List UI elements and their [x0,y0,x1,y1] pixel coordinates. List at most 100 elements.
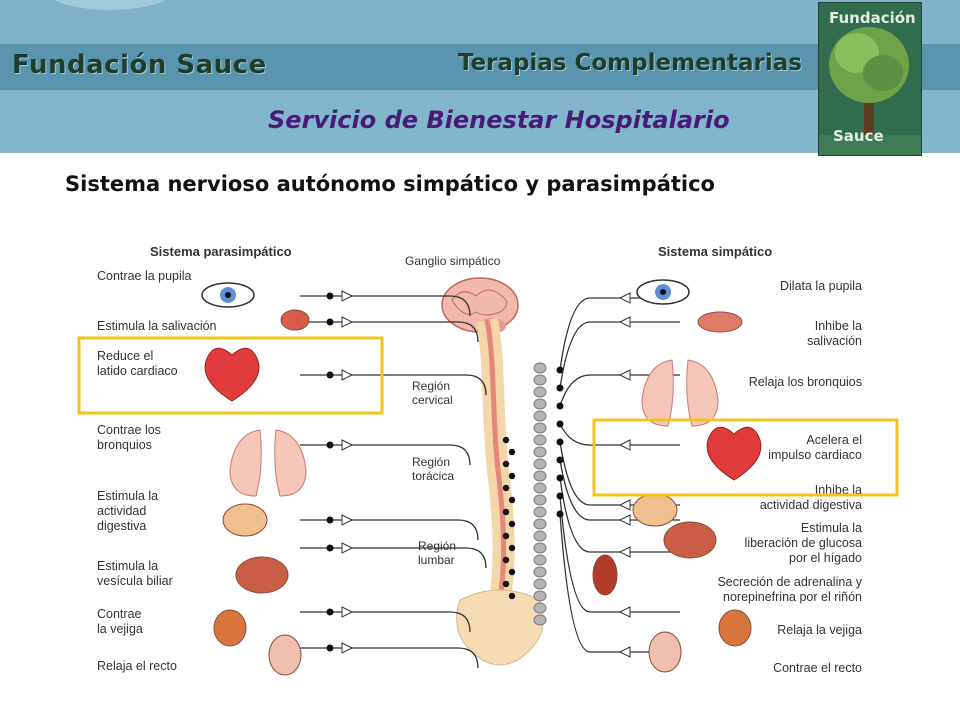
right-label: Contrae el recto [773,661,862,675]
ganglion [533,482,547,494]
region-lumbar-1: Región [418,539,456,553]
nerve-line [300,295,471,317]
spinal-dot [508,592,516,600]
lung-icon [641,359,674,427]
ganglion [533,578,547,590]
synapse-dot [556,384,564,392]
right-label: Estimula la [801,521,862,535]
left-label: bronquios [97,438,152,452]
right-label: salivación [807,334,862,348]
right-label: impulso cardiaco [768,448,862,462]
highlight-box-heart-right [592,418,899,497]
spinal-dot [502,556,510,564]
synapse-dot [326,608,334,616]
logo-text-bottom: Sauce [833,127,884,145]
nerve-line [300,374,487,396]
spinal-dot [508,544,516,552]
header-band [0,44,960,90]
header-decoration [40,0,180,10]
nerve-line [300,611,471,633]
spinal-dot [502,580,510,588]
ganglion [533,470,547,482]
arrow-marker [618,369,631,381]
arrow-marker [341,542,354,554]
spinal-dot [502,460,510,468]
arrow-marker [618,292,631,304]
synapse-dot [326,371,334,379]
service-title: Servicio de Bienestar Hospitalario [268,106,730,134]
ganglion [533,518,547,530]
ganglion [533,614,547,626]
left-label: Estimula la [97,489,158,503]
arrow-marker [341,316,354,328]
rectum-icon [268,634,302,676]
heart-icon [706,426,762,481]
arrow-marker [341,369,354,381]
right-label: Dilata la pupila [780,279,862,293]
ganglion [533,542,547,554]
arrow-marker [618,646,631,658]
highlight-box-heart-left [77,336,384,415]
right-label: Secreción de adrenalina y [717,575,862,589]
synapse-dot [556,420,564,428]
ganglion [533,554,547,566]
synapse-dot [556,510,564,518]
organs [201,279,762,676]
nerve-line [300,321,479,343]
nerve-line [559,459,680,521]
spinal-dot [502,508,510,516]
synapse-dot [326,292,334,300]
ganglion [533,386,547,398]
spinal-dot [502,484,510,492]
left-label: digestiva [97,519,146,533]
right-heading: Sistema simpático [658,244,772,259]
nerve-line [559,513,680,653]
spinal-dot [508,520,516,528]
nerve-line [300,647,479,669]
ganglion [533,590,547,602]
left-heading: Sistema parasimpático [150,244,292,259]
synapse-dot [556,402,564,410]
lung-icon [274,429,307,497]
left-label: la vejiga [97,622,143,636]
left-label: vesícula biliar [97,574,173,588]
synapse-dot [326,516,334,524]
liver-icon [663,521,717,559]
left-label: Contrae los [97,423,161,437]
synapse-dot [556,456,564,464]
ganglion [533,422,547,434]
nerve-pathways [300,290,680,669]
arrow-marker [341,290,354,302]
arrow-marker [341,606,354,618]
rectum-icon [648,631,682,673]
region-lumbar-2: lumbar [418,553,455,567]
salivary-gland-icon [697,311,743,333]
synapse-dot [556,492,564,500]
nerve-line [300,547,487,569]
left-label: Contrae la pupila [97,269,192,283]
ganglion [533,398,547,410]
nerve-line [559,374,680,407]
nerve-line [559,441,680,506]
ganglion [533,374,547,386]
header-lower-band [0,90,960,153]
ganglion [533,410,547,422]
arrow-marker [341,642,354,654]
pupil [660,289,666,295]
logo-text-top: Fundación [829,9,916,27]
ganglion [533,362,547,374]
synapse-dot [556,438,564,446]
region-cervical-1: Región [412,379,450,393]
ganglion-chain [533,362,547,626]
salivary-gland-icon [280,309,310,331]
liver-icon [235,556,289,594]
heart-icon [204,347,260,402]
spinal-dot [508,448,516,456]
synapse-dot [326,318,334,326]
arrow-marker [341,514,354,526]
left-label: Estimula la [97,559,158,573]
spinal-dot [502,532,510,540]
region-thoracic-1: Región [412,455,450,469]
